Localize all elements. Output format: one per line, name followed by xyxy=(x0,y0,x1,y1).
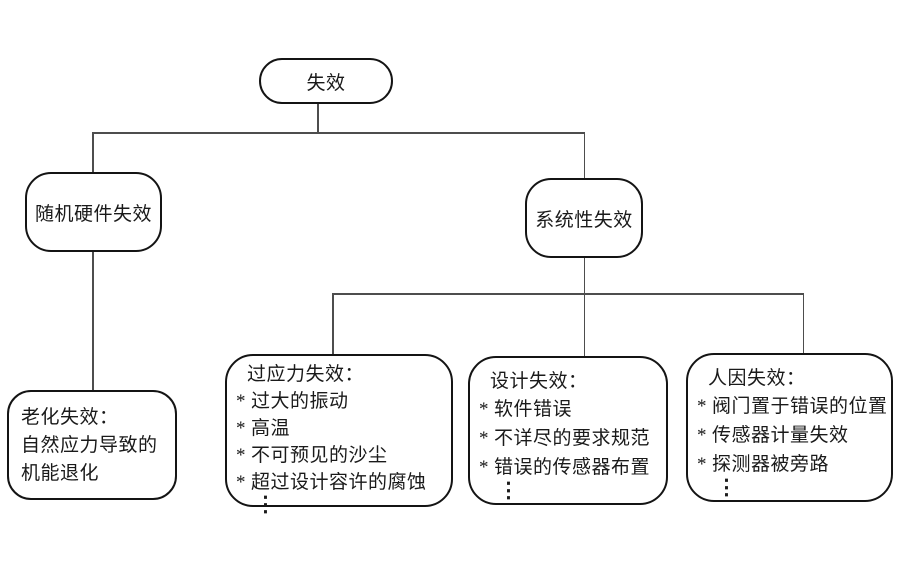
list-item: * 过大的振动 xyxy=(233,388,445,415)
overstress-bullet: 过大的振动 xyxy=(251,391,349,412)
overstress-title: 过应力失效： xyxy=(247,364,365,385)
design-bullet: 不详尽的要求规范 xyxy=(494,428,651,449)
list-item: * 软件错误 xyxy=(476,395,660,424)
node-human-failure: 人因失效： * 阀门置于错误的位置 * 传感器计量失效 * 探测器被旁路 ⋮ xyxy=(686,353,893,502)
human-bullet: 探测器被旁路 xyxy=(712,454,830,475)
vertical-ellipsis: ⋮ xyxy=(255,492,276,516)
connector-level1-right-drop xyxy=(583,132,585,179)
connector-random-to-aging xyxy=(92,251,94,391)
connector-level2-left-drop xyxy=(332,293,334,355)
node-aging-failure: 老化失效： 自然应力导致的 机能退化 xyxy=(7,390,177,500)
aging-title: 老化失效： xyxy=(21,407,119,428)
node-systematic-label: 系统性失效 xyxy=(535,209,633,231)
node-random-hardware-label: 随机硬件失效 xyxy=(34,203,152,225)
list-item: * 阀门置于错误的位置 xyxy=(694,392,888,421)
connector-level1-bar xyxy=(92,132,585,134)
aging-line: 机能退化 xyxy=(21,463,100,484)
connector-level2-right-drop xyxy=(802,293,804,354)
list-item: * 传感器计量失效 xyxy=(694,421,885,450)
overstress-bullet: 不可预见的沙尘 xyxy=(251,445,388,466)
vertical-ellipsis: ⋮ xyxy=(498,478,519,502)
node-overstress-failure: 过应力失效： * 过大的振动 * 高温 * 不可预见的沙尘 * 超过设计容许的腐… xyxy=(225,354,453,515)
list-item: * 不可预见的沙尘 xyxy=(233,442,445,469)
asterisk-marker: * xyxy=(479,457,489,478)
human-title: 人因失效： xyxy=(708,368,806,389)
asterisk-marker: * xyxy=(236,472,246,493)
connector-level1-left-drop xyxy=(92,132,94,173)
list-item: * 探测器被旁路 xyxy=(694,450,885,479)
list-item: * 超过设计容许的腐蚀 xyxy=(233,469,445,496)
design-title: 设计失效： xyxy=(490,371,588,392)
list-item: * 错误的传感器布置 xyxy=(476,453,660,482)
asterisk-marker: * xyxy=(479,428,489,449)
asterisk-marker: * xyxy=(479,399,489,420)
connector-root-drop xyxy=(317,103,319,133)
node-root-label: 失效 xyxy=(306,72,346,94)
human-bullet: 传感器计量失效 xyxy=(712,425,849,446)
asterisk-marker: * xyxy=(697,396,707,417)
overstress-bullet: 超过设计容许的腐蚀 xyxy=(251,472,427,493)
vertical-ellipsis: ⋮ xyxy=(716,475,737,499)
asterisk-marker: * xyxy=(236,391,246,412)
node-design-failure: 设计失效： * 软件错误 * 不详尽的要求规范 * 错误的传感器布置 ⋮ xyxy=(468,356,668,505)
asterisk-marker: * xyxy=(697,425,707,446)
design-bullet: 错误的传感器布置 xyxy=(494,457,651,478)
node-systematic-failure: 系统性失效 xyxy=(525,178,643,258)
human-bullet: 阀门置于错误的位置 xyxy=(712,396,888,417)
design-bullet: 软件错误 xyxy=(494,399,573,420)
node-root-failure: 失效 xyxy=(259,58,393,104)
asterisk-marker: * xyxy=(236,445,246,466)
asterisk-marker: * xyxy=(236,418,246,439)
list-item: * 高温 xyxy=(233,415,445,442)
connector-systematic-drop xyxy=(583,257,585,357)
aging-line: 自然应力导致的 xyxy=(21,435,158,456)
list-item: * 不详尽的要求规范 xyxy=(476,424,660,453)
overstress-bullet: 高温 xyxy=(251,418,291,439)
asterisk-marker: * xyxy=(697,454,707,475)
connector-level2-bar xyxy=(332,293,804,295)
node-random-hardware-failure: 随机硬件失效 xyxy=(25,172,162,252)
